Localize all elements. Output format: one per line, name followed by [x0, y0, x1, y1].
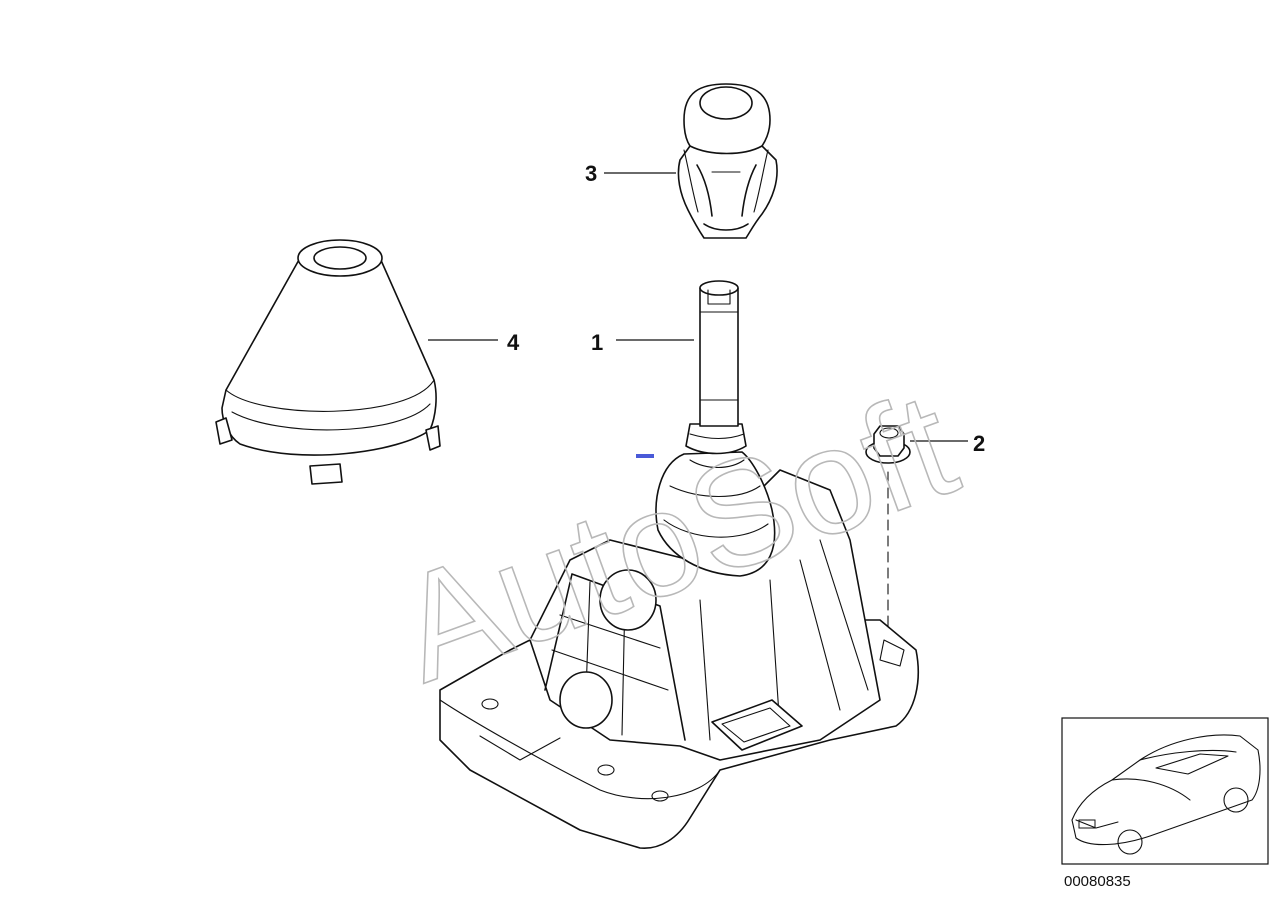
shift-lever-housing[interactable] [439, 280, 919, 849]
blue-marker [636, 454, 654, 458]
callout-1-label[interactable]: 1 [591, 330, 603, 355]
callout-2-label[interactable]: 2 [973, 431, 985, 456]
callout-4-label[interactable]: 4 [507, 330, 520, 355]
callout-3-label[interactable]: 3 [585, 161, 597, 186]
diagram-id: 00080835 [1064, 873, 1131, 890]
gear-knob[interactable] [677, 83, 778, 239]
vehicle-thumbnail[interactable] [1061, 717, 1269, 865]
car-icon [1071, 734, 1261, 855]
hex-nut[interactable] [865, 425, 911, 633]
shift-boot-cover[interactable] [215, 239, 441, 485]
